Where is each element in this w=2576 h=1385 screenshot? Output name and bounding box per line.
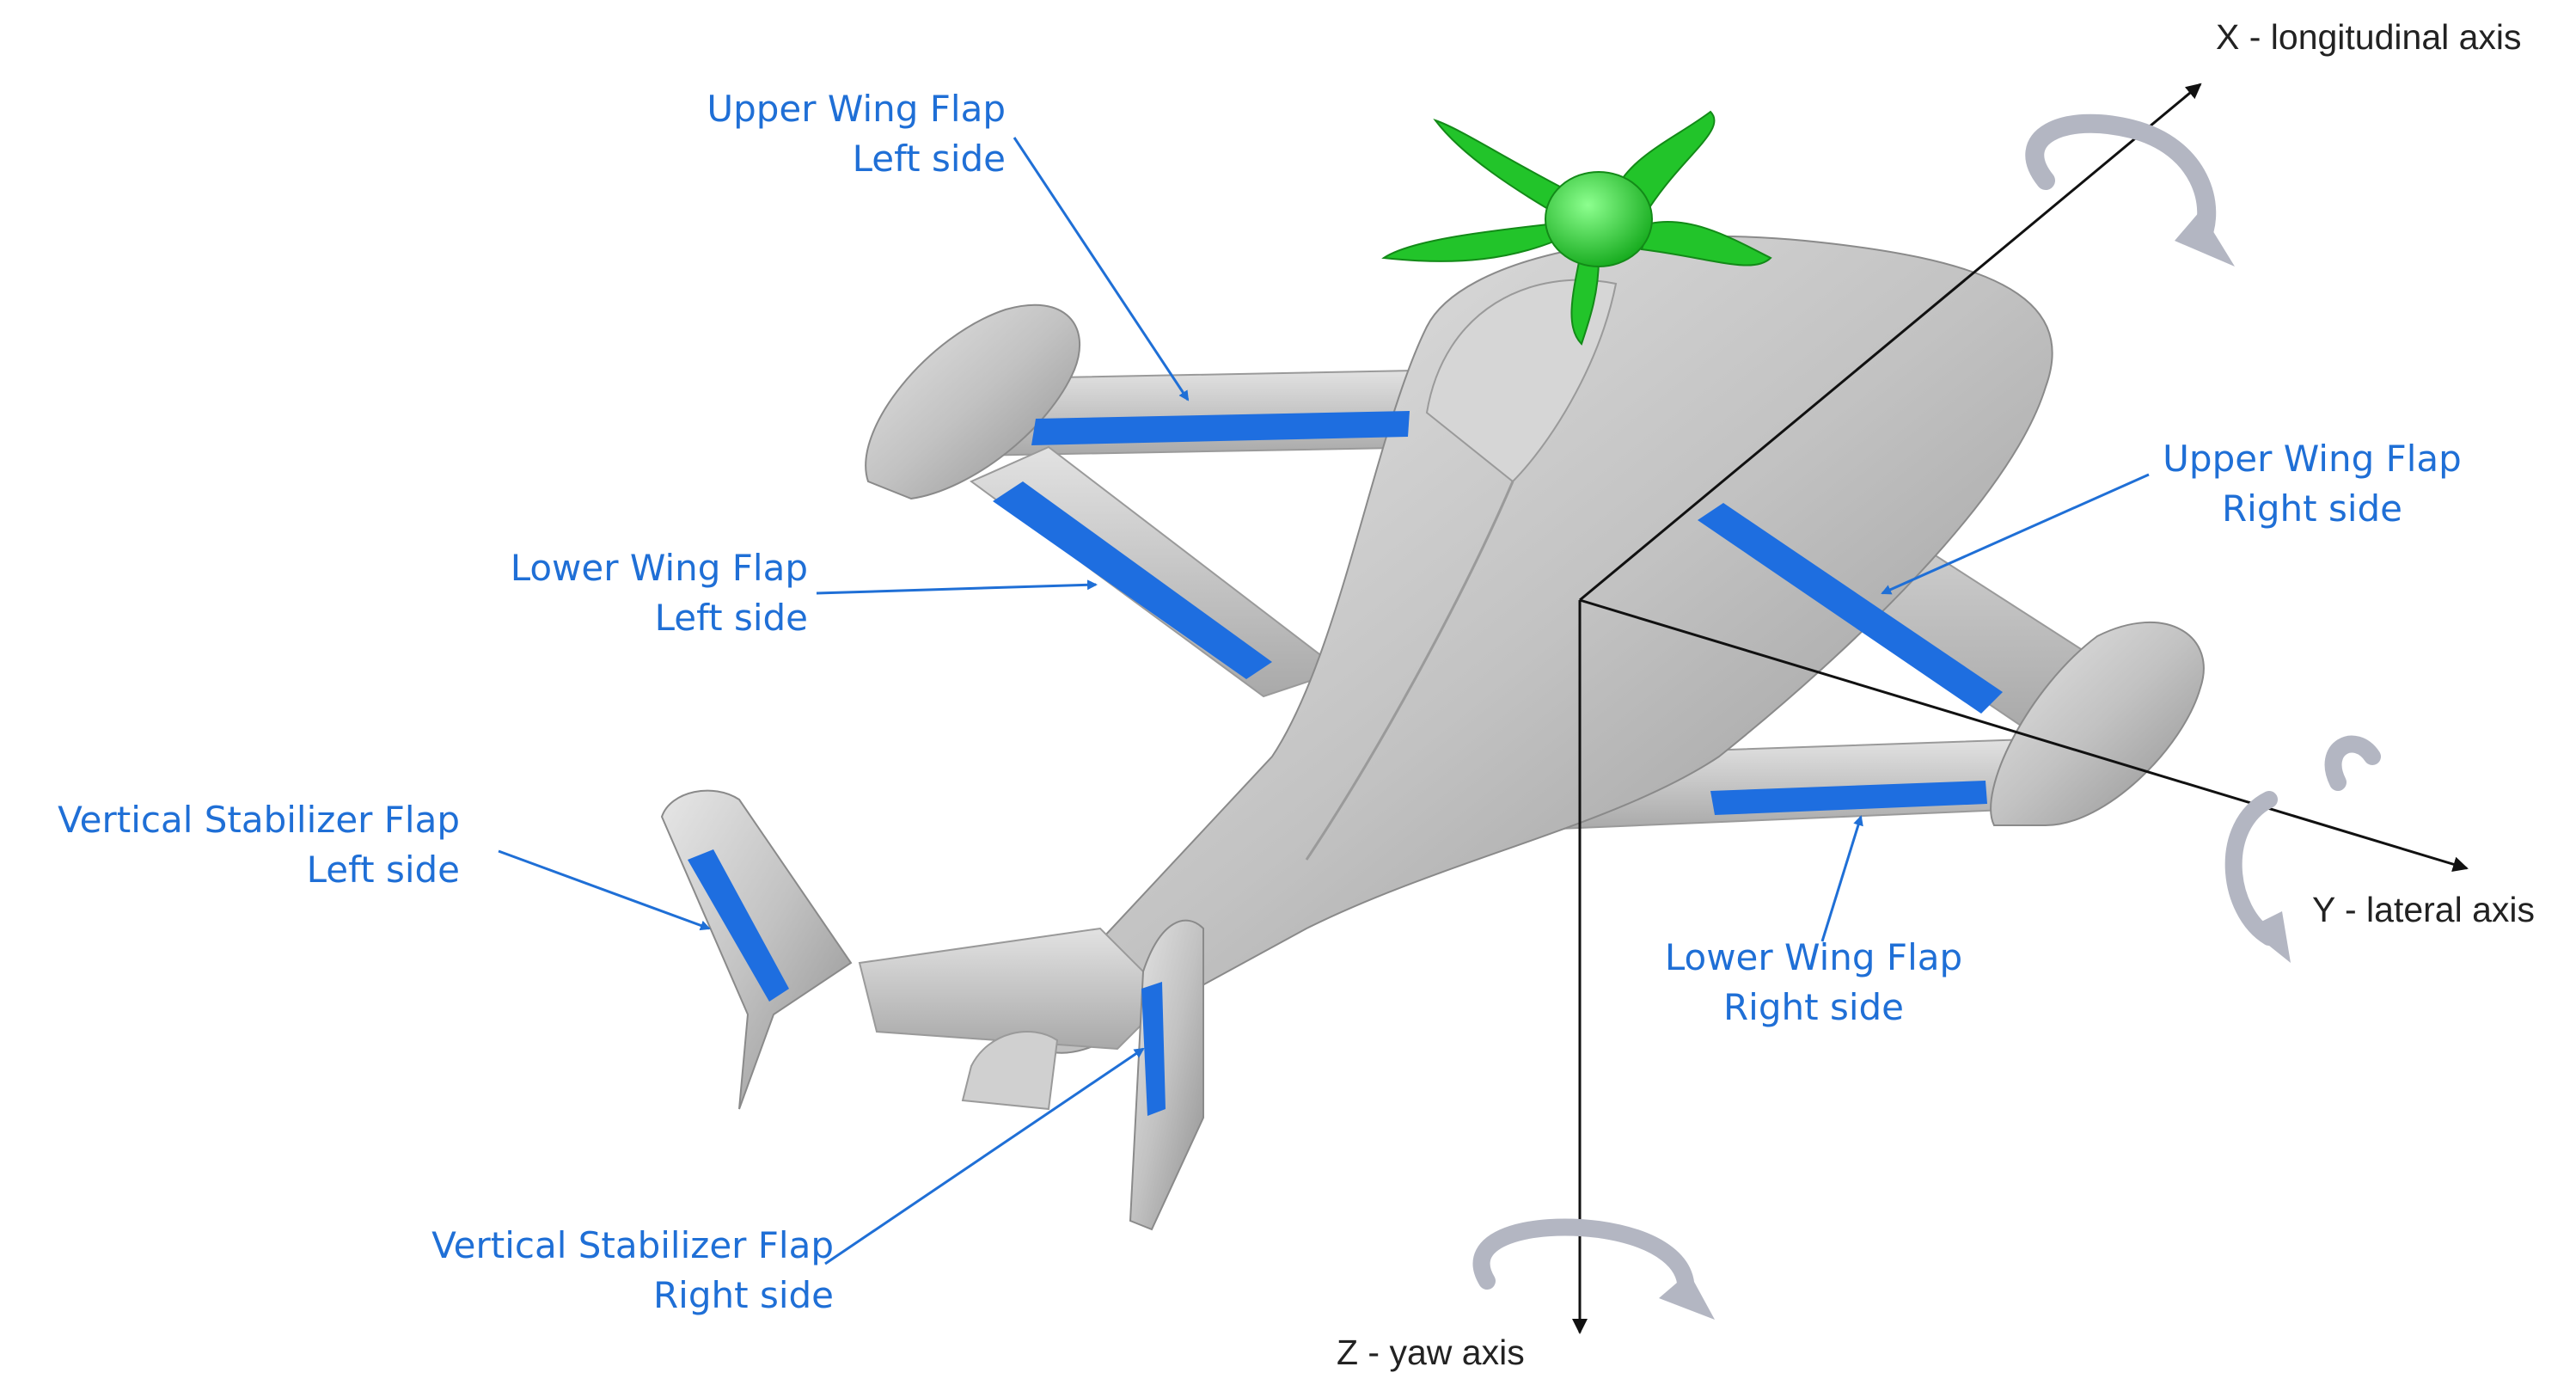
leader-upper-wing-flap-right xyxy=(1881,473,2150,595)
label-line: Right side xyxy=(653,1274,834,1316)
label-line: Right side xyxy=(1723,986,1904,1028)
pitch-rotation-arrow-icon xyxy=(2224,735,2381,963)
roll-rotation-arrow-icon xyxy=(2025,113,2235,267)
x-axis-line xyxy=(1579,83,2202,602)
y-axis-line xyxy=(1579,598,2469,872)
cockpit-hump xyxy=(1425,279,1618,483)
leader-lines xyxy=(498,137,2150,1265)
vertical-stabilizer-flap-left xyxy=(688,849,789,1002)
label-lower-wing-flap-left: Lower Wing Flap Left side xyxy=(413,543,808,643)
y-axis-label: Y - lateral axis xyxy=(2312,890,2536,929)
rotor-blade-3 xyxy=(1640,221,1772,267)
leader-vertical-stabilizer-flap-left xyxy=(498,849,711,931)
label-line: Lower Wing Flap xyxy=(510,547,808,589)
label-line: Left side xyxy=(654,597,808,639)
label-line: Left side xyxy=(852,138,1006,180)
label-line: Upper Wing Flap xyxy=(707,88,1006,130)
upper-wing-flap-left xyxy=(1031,411,1410,445)
wingtip-pod-right xyxy=(1990,621,2205,826)
upper-wing-flap-right xyxy=(1698,503,2003,714)
label-vertical-stabilizer-flap-left: Vertical Stabilizer Flap Left side xyxy=(9,795,460,895)
rotor-blade-1 xyxy=(1433,119,1583,225)
rotor-blade-4 xyxy=(1570,248,1600,346)
label-upper-wing-flap-right: Upper Wing Flap Right side xyxy=(2123,434,2501,534)
label-line: Vertical Stabilizer Flap xyxy=(431,1224,834,1266)
lower-wing-flap-left xyxy=(993,481,1272,679)
leader-lower-wing-flap-left xyxy=(816,579,1098,595)
rotor-blade-2 xyxy=(1614,110,1716,208)
rotor-blade-5 xyxy=(1381,222,1557,262)
label-vertical-stabilizer-flap-right: Vertical Stabilizer Flap Right side xyxy=(370,1221,834,1321)
yaw-rotation-arrow-icon xyxy=(1472,1218,1715,1320)
vertical-stabilizer-flap-right xyxy=(1141,982,1166,1116)
label-upper-wing-flap-left: Upper Wing Flap Left side xyxy=(619,84,1006,184)
label-line: Upper Wing Flap xyxy=(2163,438,2462,480)
axes xyxy=(1572,83,2469,1334)
label-line: Lower Wing Flap xyxy=(1664,936,1963,978)
leader-vertical-stabilizer-flap-right xyxy=(824,1047,1145,1265)
wingtip-pod-left xyxy=(865,303,1081,500)
rotation-arrows xyxy=(1472,113,2381,1320)
label-line: Vertical Stabilizer Flap xyxy=(58,799,460,841)
ventral-fin xyxy=(961,1031,1059,1111)
leader-lower-wing-flap-right xyxy=(1820,815,1863,942)
aircraft-body xyxy=(660,235,2205,1231)
lower-wing-flap-right xyxy=(1710,781,1987,815)
rotor-hub xyxy=(1545,171,1653,267)
fuselage-ridge xyxy=(1305,481,1514,861)
fuselage xyxy=(1027,235,2053,1054)
x-axis-label: X - longitudinal axis xyxy=(2216,17,2522,57)
label-line: Left side xyxy=(306,849,460,891)
rotor xyxy=(1381,110,1772,346)
label-lower-wing-flap-right: Lower Wing Flap Right side xyxy=(1616,933,2011,1033)
leader-upper-wing-flap-left xyxy=(1013,137,1190,401)
z-axis-label: Z - yaw axis xyxy=(1337,1333,1525,1372)
label-line: Right side xyxy=(2222,487,2402,530)
